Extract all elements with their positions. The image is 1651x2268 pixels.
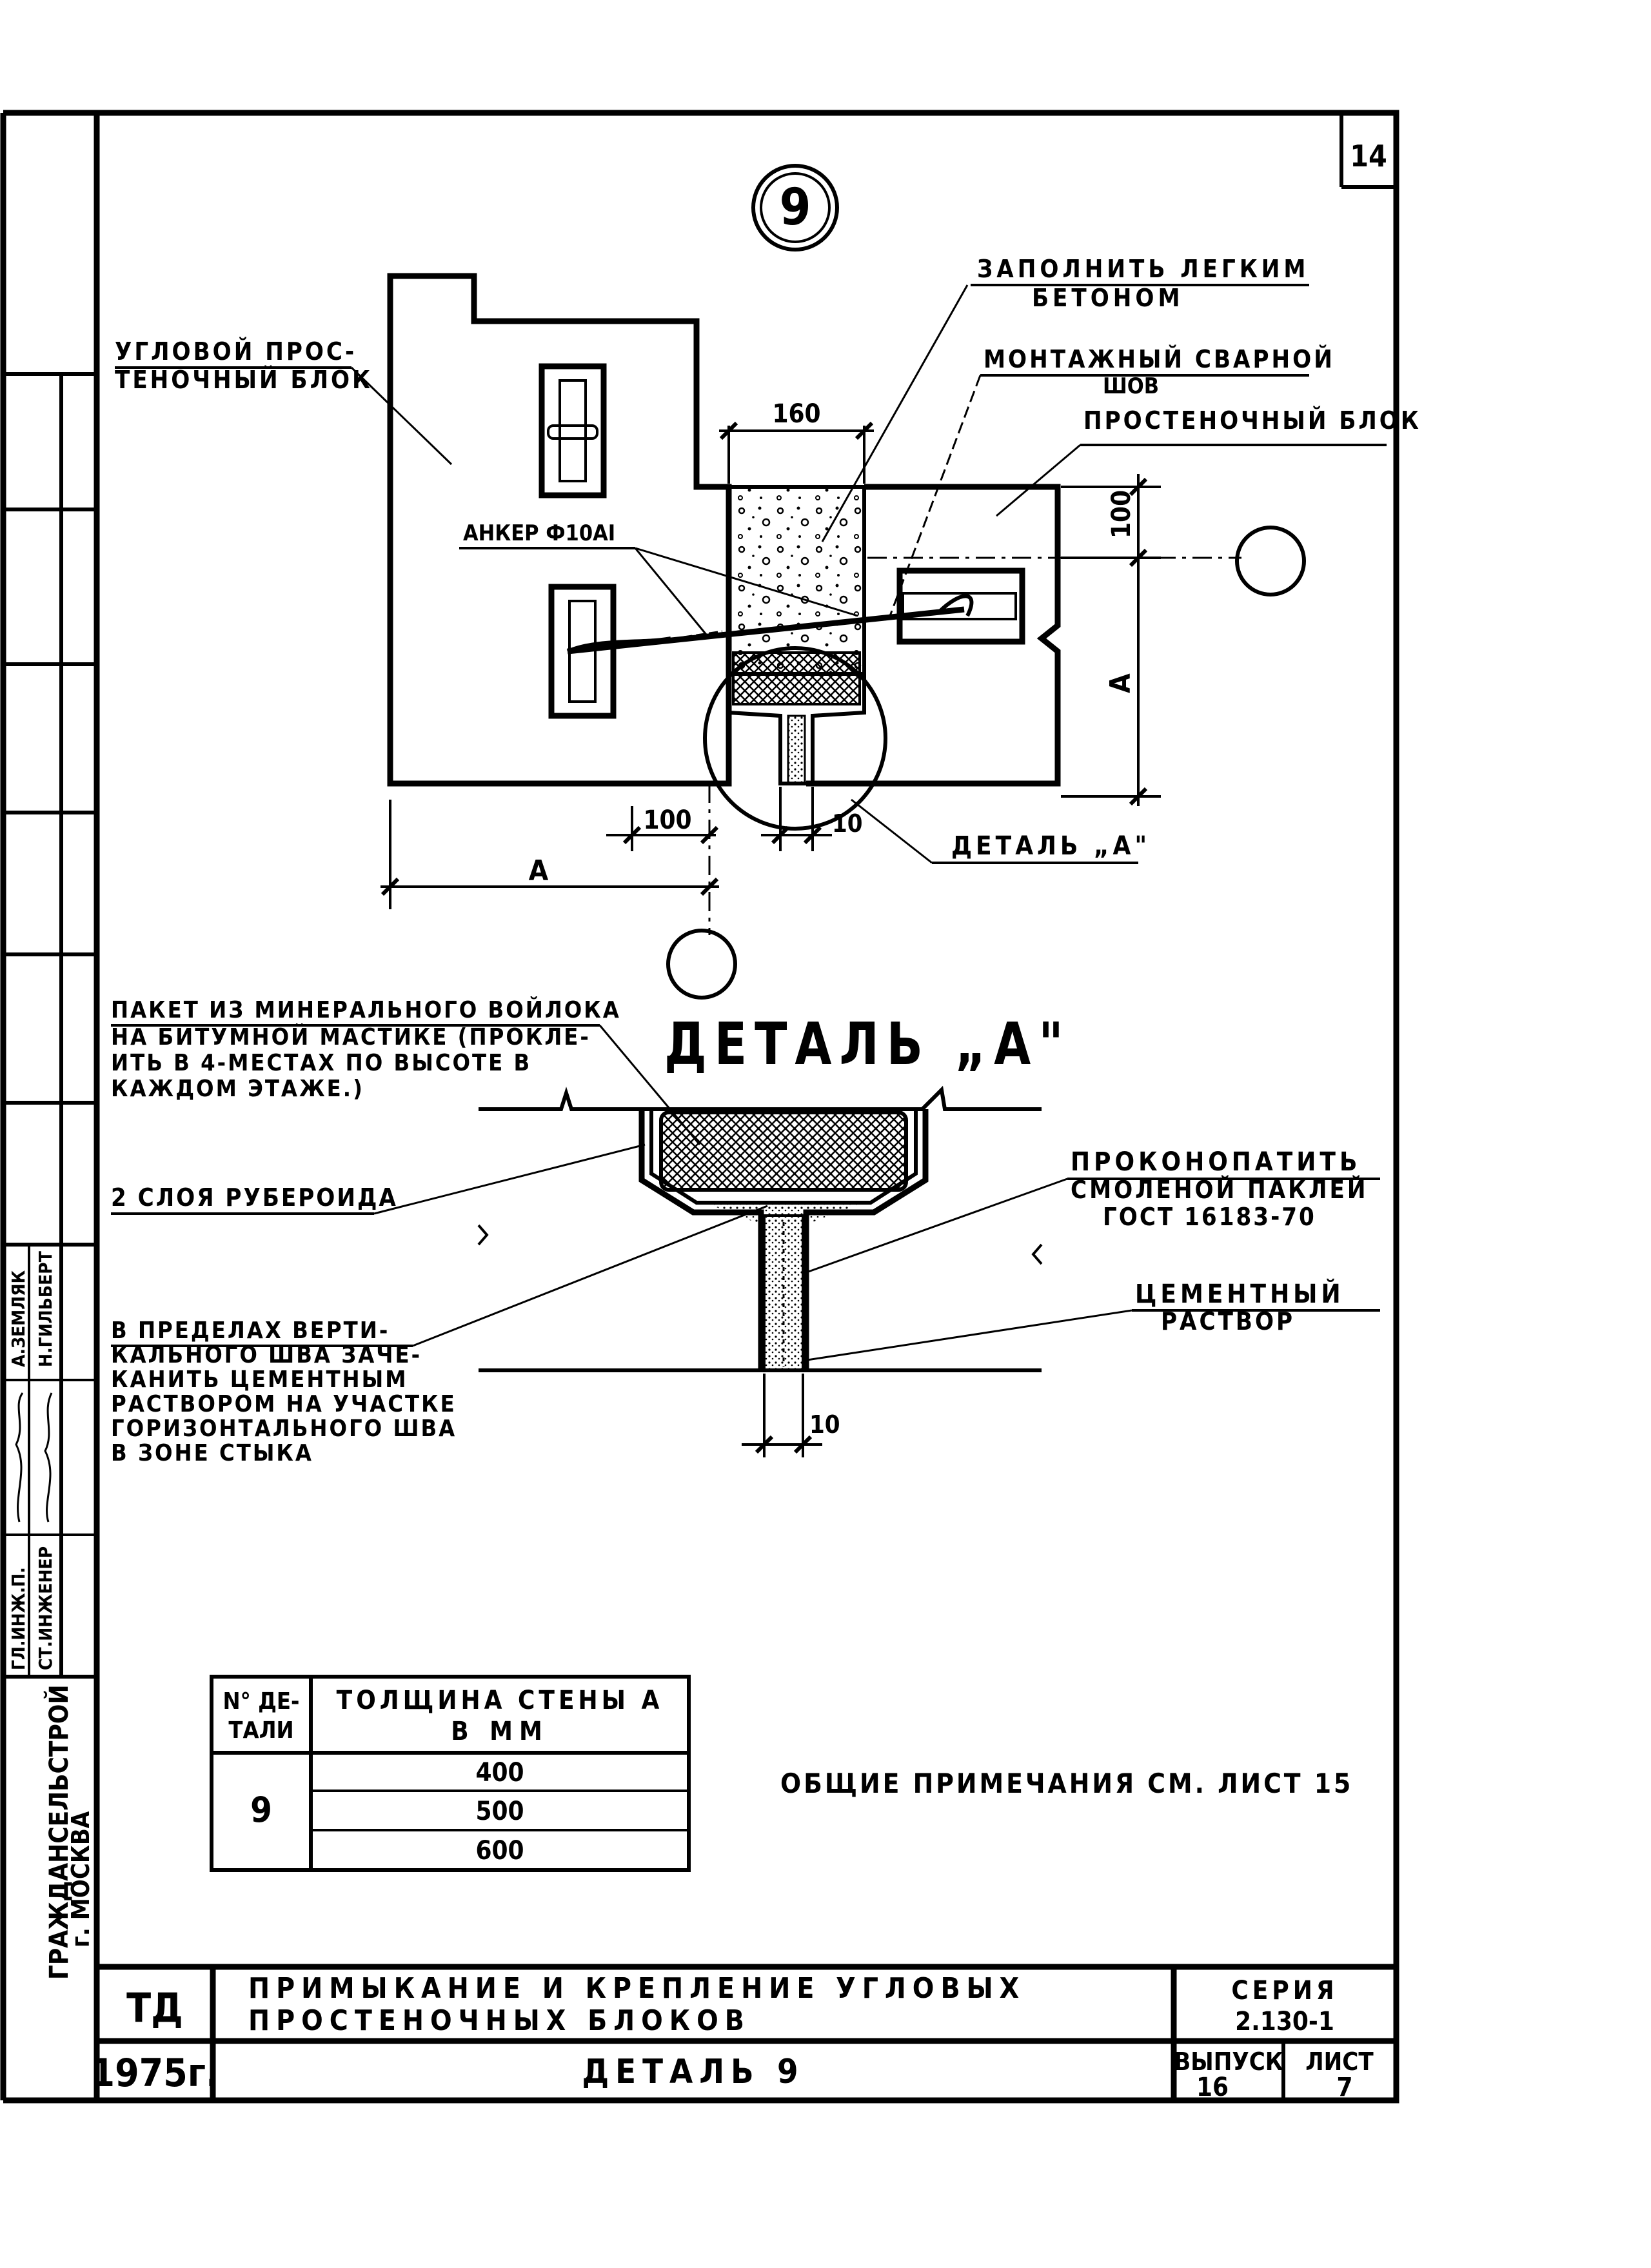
title-line-1: ПРИМЫКАНИЕ И КРЕПЛЕНИЕ УГЛОВЫХ xyxy=(248,1972,1025,2005)
signature xyxy=(15,1392,24,1523)
callout-corner-block-1: УГЛОВОЙ ПРОС- xyxy=(115,337,357,366)
dimensions: 160 100 А 100 10 А xyxy=(381,399,1161,909)
axis-bubble-right xyxy=(1235,526,1306,597)
stamp-city: г. МОСКВА xyxy=(66,1811,95,1948)
series-label: СЕРИЯ xyxy=(1231,1976,1338,2006)
label-caulk-1: ПРОКОНОПАТИТЬ xyxy=(1071,1147,1361,1177)
dim-160: 160 xyxy=(772,399,820,429)
callout-anchor: АНКЕР Ф10АI xyxy=(463,520,615,546)
detail-mark-number: 9 xyxy=(780,179,811,237)
title-org-code: ТД xyxy=(126,1984,183,2031)
dim-10-top: 10 xyxy=(832,809,863,838)
list-label: ЛИСТ xyxy=(1305,2047,1374,2076)
stamp-role-1: ГЛ.ИНЖ.П. xyxy=(8,1567,29,1670)
dim-10-bottom: 10 xyxy=(809,1410,840,1439)
series-value: 2.130-1 xyxy=(1235,2007,1334,2036)
callouts: ЗАПОЛНИТЬ ЛЕГКИМ БЕТОНОМ УГЛОВОЙ ПРОС- Т… xyxy=(115,255,1421,864)
callout-weld-2: ШОВ xyxy=(1103,373,1159,399)
anchor-rod xyxy=(566,594,974,655)
table-header-col2-line1: ТОЛЩИНА СТЕНЫ А xyxy=(337,1686,664,1715)
stamp-org: ГРАЖДАНСЕЛЬСТРОЙ xyxy=(43,1684,74,1980)
label-wool-1: ПАКЕТ ИЗ МИНЕРАЛЬНОГО ВОЙЛОКА xyxy=(111,996,621,1023)
callout-weld-1: МОНТАЖНЫЙ СВАРНОЙ xyxy=(984,345,1335,373)
sheet-title: ДЕТАЛЬ 9 xyxy=(582,2053,804,2091)
label-wool-3: ИТЬ В 4-МЕСТАХ ПО ВЫСОТЕ В xyxy=(111,1050,531,1076)
label-caulk-3: ГОСТ 16183-70 xyxy=(1103,1203,1316,1231)
issue-value: 16 xyxy=(1196,2073,1229,2102)
sheet-frame xyxy=(0,110,1399,2104)
sheet-number-box: 14 xyxy=(1340,113,1396,189)
table-value-400: 400 xyxy=(475,1758,524,1788)
label-vseam-4: РАСТВОРОМ НА УЧАСТКЕ xyxy=(111,1391,457,1417)
callout-fill-concrete-2: БЕТОНОМ xyxy=(1032,284,1184,312)
detail-mark: 9 xyxy=(751,164,839,251)
table-value-600: 600 xyxy=(475,1836,524,1866)
detail-a-title: ДЕТАЛЬ „А" xyxy=(664,1011,1071,1078)
general-note: ОБЩИЕ ПРИМЕЧАНИЯ СМ. ЛИСТ 15 xyxy=(780,1768,1353,1799)
dim-100-vertical: 100 xyxy=(1107,490,1136,538)
label-ruberoid: 2 СЛОЯ РУБЕРОИДА xyxy=(111,1183,398,1212)
callout-corner-block-2: ТЕНОЧНЫЙ БЛОК xyxy=(115,366,373,394)
dim-a-vertical: А xyxy=(1104,673,1137,693)
table-detail-number: 9 xyxy=(250,1790,272,1830)
pier-block xyxy=(806,484,1061,787)
detail-a-section: ДЕТАЛЬ „А" 10 ПАКЕТ ИЗ МИНЕРАЛЬНОГО ВОЙЛ… xyxy=(111,996,1380,1466)
callout-detail-a: ДЕТАЛЬ „А" xyxy=(951,831,1151,861)
axis-lines xyxy=(666,526,1306,1000)
label-caulk-2: СМОЛЕНОЙ ПАКЛЕЙ xyxy=(1071,1176,1368,1204)
list-value: 7 xyxy=(1336,2073,1352,2102)
label-vseam-5: ГОРИЗОНТАЛЬНОГО ШВА xyxy=(111,1415,457,1442)
detail-a-callout-circle xyxy=(703,646,887,831)
table-header-col1-line2: ТАЛИ xyxy=(228,1717,293,1744)
label-vseam-3: КАНИТЬ ЦЕМЕНТНЫМ xyxy=(111,1366,408,1393)
label-vseam-1: В ПРЕДЕЛАХ ВЕРТИ- xyxy=(111,1317,390,1344)
signature xyxy=(44,1392,53,1523)
issue-label: ВЫПУСК xyxy=(1174,2047,1283,2076)
table-header-col2-line2: В ММ xyxy=(451,1717,549,1746)
label-mortar-2: РАСТВОР xyxy=(1161,1307,1295,1336)
title-line-2: ПРОСТЕНОЧНЫХ БЛОКОВ xyxy=(248,2004,751,2037)
dim-a-horizontal: А xyxy=(529,854,549,887)
stamp-name-1: А.ЗЕМЛЯК xyxy=(8,1270,29,1367)
axis-bubble-bottom xyxy=(666,929,737,1000)
label-mortar-1: ЦЕМЕНТНЫЙ xyxy=(1135,1278,1345,1309)
stamp-role-2: СТ.ИНЖЕНЕР xyxy=(35,1546,56,1670)
label-wool-4: КАЖДОМ ЭТАЖЕ.) xyxy=(111,1076,364,1102)
side-stamp: ГРАЖДАНСЕЛЬСТРОЙ г. МОСКВА ГЛ.ИНЖ.П. СТ.… xyxy=(8,1250,95,1980)
thickness-table: N° ДЕ- ТАЛИ ТОЛЩИНА СТЕНЫ А В ММ 9 400 5… xyxy=(210,1675,691,1872)
callout-pier-block: ПРОСТЕНОЧНЫЙ БЛОК xyxy=(1083,406,1421,435)
title-block: ТД ПРИМЫКАНИЕ И КРЕПЛЕНИЕ УГЛОВЫХ ПРОСТЕ… xyxy=(91,1964,1396,2102)
stamp-name-2: Н.ГИЛЬБЕРТ xyxy=(35,1250,56,1367)
dim-100-horizontal: 100 xyxy=(643,805,691,835)
title-year: 1975г. xyxy=(91,2051,219,2096)
label-vseam-6: В ЗОНЕ СТЫКА xyxy=(111,1440,313,1466)
table-value-500: 500 xyxy=(475,1797,524,1826)
callout-fill-concrete-1: ЗАПОЛНИТЬ ЛЕГКИМ xyxy=(977,255,1309,283)
sheet-number: 14 xyxy=(1350,139,1387,173)
table-header-col1-line1: N° ДЕ- xyxy=(223,1688,300,1715)
joint-cavity xyxy=(727,485,866,785)
label-wool-2: НА БИТУМНОЙ МАСТИКЕ (ПРОКЛЕ- xyxy=(111,1023,591,1050)
